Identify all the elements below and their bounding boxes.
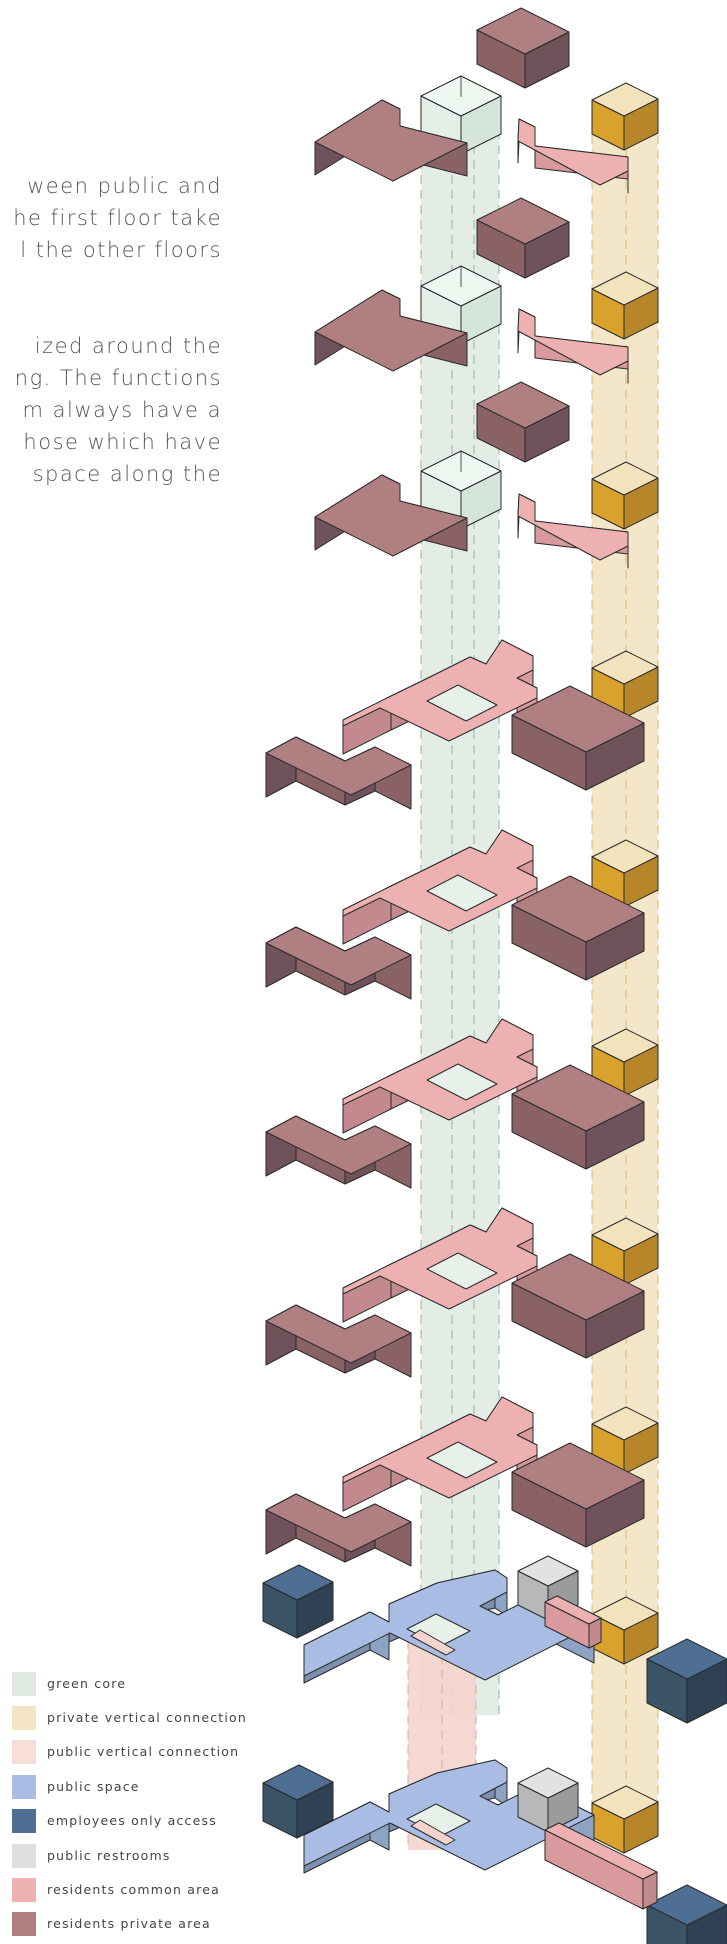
legend-swatch — [12, 1878, 36, 1902]
paragraph-1-line-1: ween public and — [27, 174, 222, 198]
legend-item-public-space: public space — [12, 1775, 272, 1799]
legend-swatch — [12, 1844, 36, 1868]
legend-item-green-core: green core — [12, 1672, 272, 1696]
employees-only-access-cube-left-0 — [263, 1565, 333, 1638]
paragraph-1-line-3: l the other floors — [20, 238, 222, 262]
description-paragraph-2: ized around the ng. The functions m alwa… — [15, 330, 222, 490]
legend-item-employees-only-access: employees only access — [12, 1809, 272, 1833]
legend-label: residents private area — [47, 1916, 211, 1931]
residents-private-cube-0 — [477, 8, 569, 88]
employees-only-access-cube-right-1 — [647, 1885, 727, 1944]
legend-swatch — [12, 1740, 36, 1764]
legend-swatch — [12, 1809, 36, 1833]
residents-private-area-left-floor-2 — [266, 1116, 411, 1188]
legend-item-public-vertical-connection: public vertical connection — [12, 1740, 272, 1764]
legend-item-public-restrooms: public restrooms — [12, 1844, 272, 1868]
legend-label: private vertical connection — [47, 1710, 247, 1725]
legend-label: public space — [47, 1779, 140, 1794]
legend-swatch — [12, 1912, 36, 1936]
residents-private-area-left-floor-1 — [266, 927, 411, 999]
paragraph-2-line-2: ng. The functions — [15, 366, 222, 390]
legend-label: public vertical connection — [47, 1744, 239, 1759]
legend-label: employees only access — [47, 1813, 217, 1828]
legend-swatch — [12, 1672, 36, 1696]
paragraph-2-line-5: space along the — [33, 462, 222, 486]
paragraph-1-line-2: he first floor take — [13, 206, 222, 230]
legend-swatch — [12, 1706, 36, 1730]
legend-item-residents-private-area: residents private area — [12, 1912, 272, 1936]
legend-label: residents common area — [47, 1882, 220, 1897]
paragraph-2-line-3: m always have a — [23, 398, 223, 422]
legend-label: green core — [47, 1676, 126, 1691]
residents-private-area-left-floor-4 — [266, 1494, 411, 1566]
legend-swatch — [12, 1775, 36, 1799]
residents-private-area-left-floor-0 — [266, 737, 411, 809]
legend-item-residents-common-area: residents common area — [12, 1878, 272, 1902]
employees-only-access-cube-right-0 — [647, 1639, 727, 1723]
legend-item-private-vertical-connection: private vertical connection — [12, 1706, 272, 1730]
legend-label: public restrooms — [47, 1848, 171, 1863]
paragraph-2-line-1: ized around the — [35, 334, 222, 358]
residents-private-area-left-floor-3 — [266, 1305, 411, 1377]
paragraph-2-line-4: hose which have — [23, 430, 222, 454]
description-paragraph-1: ween public and he first floor take l th… — [13, 170, 222, 266]
